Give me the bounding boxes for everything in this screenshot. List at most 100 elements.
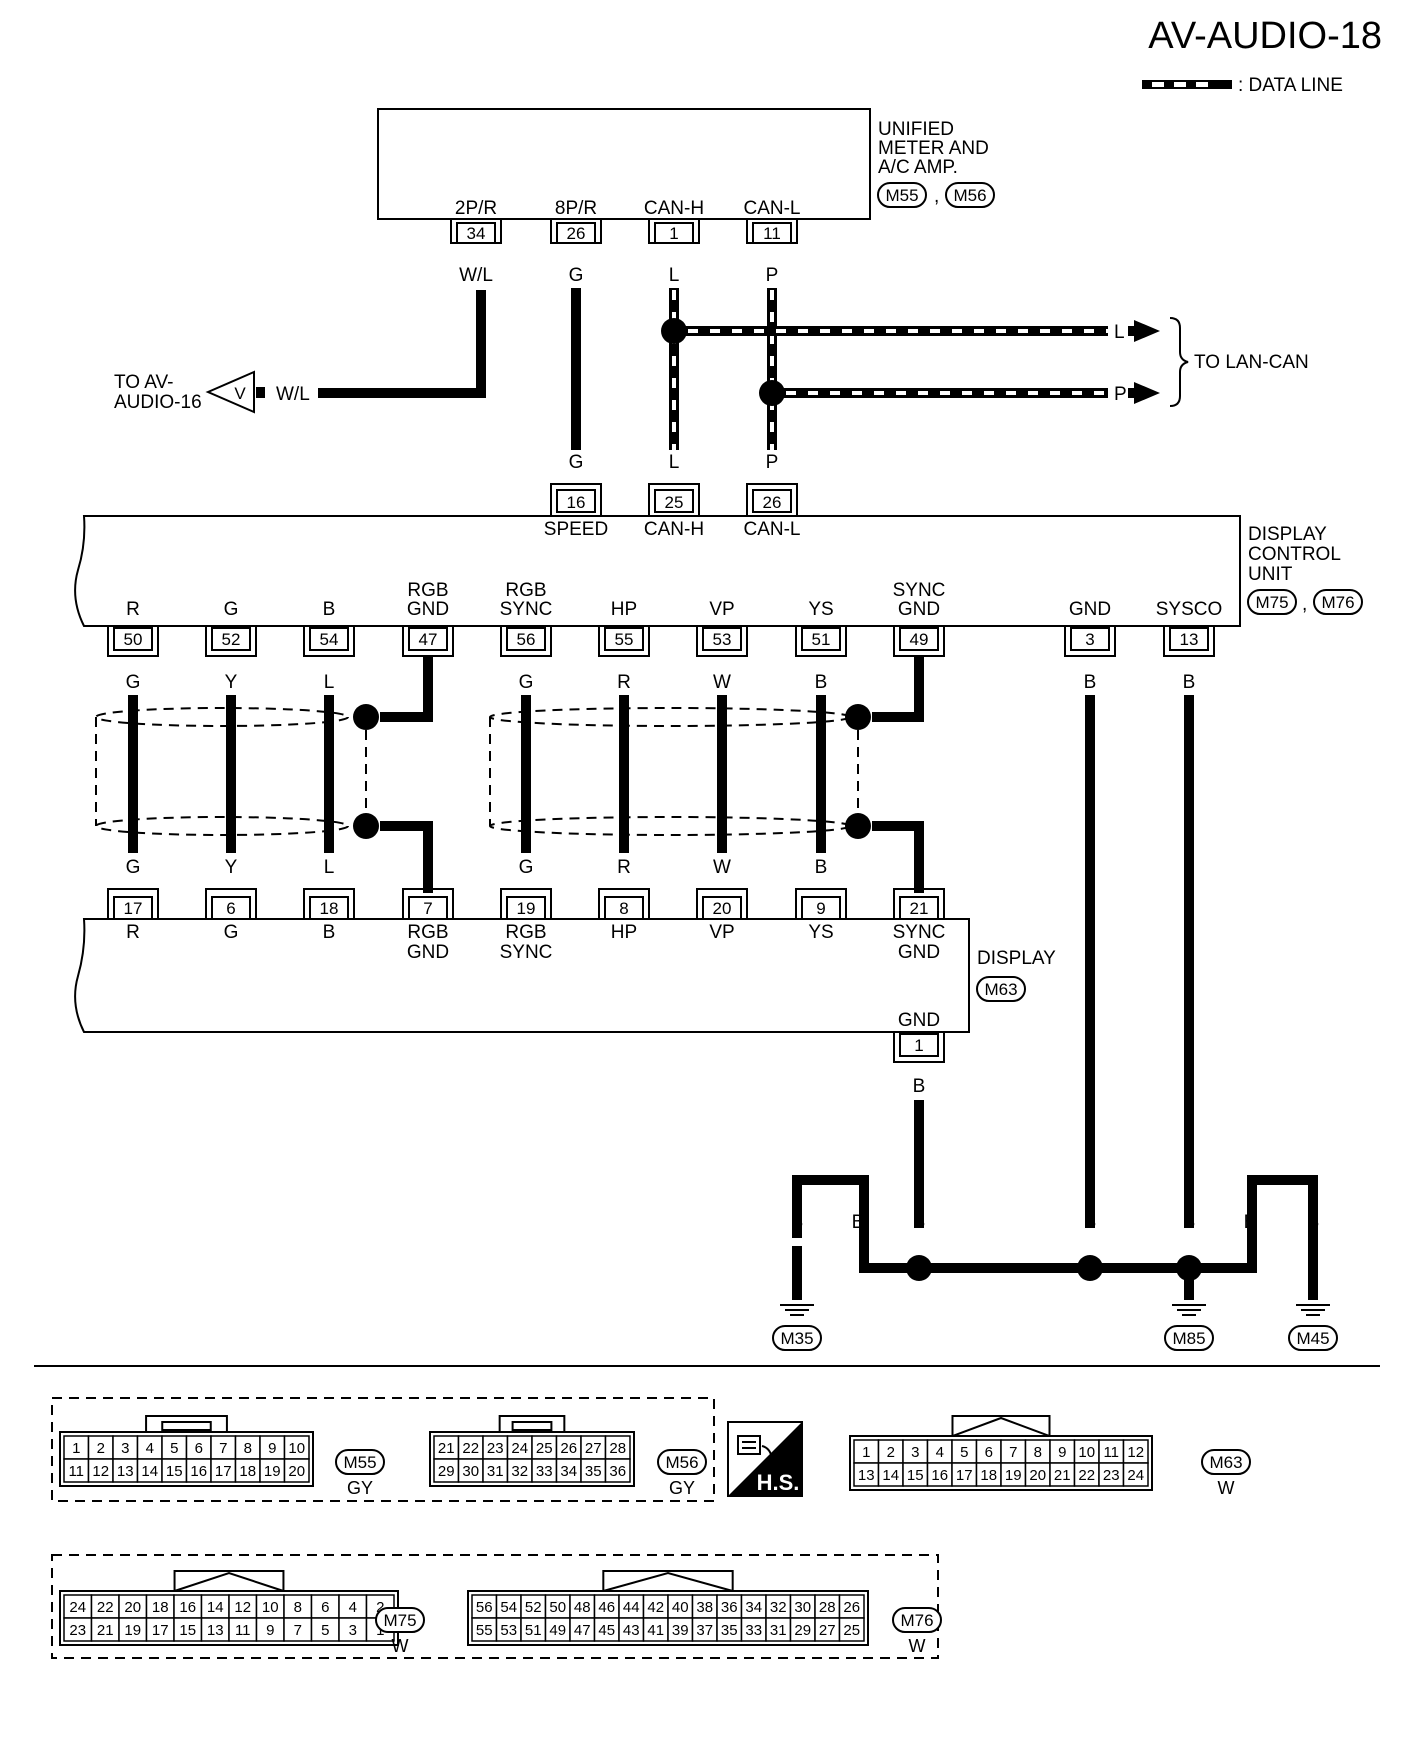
dcu-pin-func: R	[126, 599, 140, 620]
connector-pin-number: 23	[487, 1440, 504, 1457]
connector-pin-number: 22	[97, 1599, 114, 1616]
connector-pin-number: 22	[462, 1440, 479, 1457]
ground-symbol-icon	[1172, 1304, 1206, 1316]
connector-pin-number: 17	[215, 1463, 232, 1480]
connector-pin-number: 21	[438, 1440, 455, 1457]
dcu-pin-func: G	[224, 599, 239, 620]
dcu-top-pin-func: SPEED	[544, 519, 608, 540]
wire-color: G	[519, 672, 534, 693]
connector-pin-number: 35	[585, 1463, 602, 1480]
connector-pin-number: 3	[349, 1622, 357, 1639]
dcu-pin-func: GND	[1069, 599, 1111, 620]
connector-pin-number: 13	[117, 1463, 134, 1480]
dcu-top-pin-func: CAN-L	[743, 519, 800, 540]
wire-color: G	[569, 452, 584, 473]
connector-pin-number: 24	[69, 1599, 86, 1616]
connector-pin-number: 28	[609, 1440, 626, 1457]
dcu-pin-num: 49	[910, 630, 929, 649]
connector-pin-number: 2	[97, 1440, 105, 1457]
dcu-pin-num: 53	[713, 630, 732, 649]
dcu-pin-func: HP	[611, 599, 637, 620]
legend-label: : DATA LINE	[1238, 75, 1343, 96]
meter-name-3: A/C AMP.	[878, 157, 958, 178]
dcu-top-pin-num: 25	[665, 493, 684, 512]
connector-pin-number: 55	[476, 1622, 493, 1639]
display-pin-num: 18	[320, 899, 339, 918]
wire-wl: W/L V TO AV- AUDIO-16	[114, 290, 486, 414]
meter-pin-func: 2P/R	[455, 198, 497, 219]
dcu-pin-func: RGB	[407, 580, 448, 601]
connector-pin-number: 3	[121, 1440, 129, 1457]
connector-pin-number: 9	[268, 1440, 276, 1457]
display-wire-colors: G Y L G R W B	[126, 857, 828, 878]
connector-pin-number: 24	[1127, 1467, 1144, 1484]
meter-pin-func: 8P/R	[555, 198, 597, 219]
connector-pin-number: 11	[68, 1463, 84, 1480]
wire-color: G	[569, 265, 584, 286]
wire-color: L	[669, 452, 680, 473]
lan-can-color-l: L	[1114, 322, 1125, 343]
connector-pin-number: 7	[219, 1440, 227, 1457]
unified-meter-box: UNIFIED METER AND A/C AMP. M55 , M56	[377, 108, 995, 220]
connector-pin-number: 6	[195, 1440, 203, 1457]
wire-color: G	[126, 857, 141, 878]
connector-pin-number: 1	[72, 1440, 80, 1457]
connector-pin-number: 46	[598, 1599, 615, 1616]
display-pin-func: B	[323, 922, 336, 943]
connector-pin-number: 14	[207, 1599, 224, 1616]
dcu-top-pin-func: CAN-H	[644, 519, 704, 540]
connector-pin-number: 16	[179, 1599, 196, 1616]
wire-color: B	[1307, 1212, 1320, 1233]
dcu-bottom-pins: R G B RGB GND RGB SYNC HP VP YS SYNC GND…	[107, 580, 1222, 693]
connector-pin-number: 47	[574, 1622, 591, 1639]
connector-pin-number: 27	[819, 1622, 836, 1639]
connector-pin-number: 21	[1054, 1467, 1071, 1484]
connector-pin-number: 4	[349, 1599, 357, 1616]
display-pin-num: 8	[619, 899, 628, 918]
meter-pin-num: 11	[763, 224, 781, 243]
connector-pin-number: 16	[190, 1463, 207, 1480]
dcu-pin-num: 50	[124, 630, 143, 649]
wire-color: G	[519, 857, 534, 878]
meter-name-1: UNIFIED	[878, 119, 954, 140]
connector-pin-number: 1	[862, 1444, 870, 1461]
connector-color: W	[909, 1636, 926, 1656]
connector-pin-number: 28	[819, 1599, 836, 1616]
dcu-conn-2: M76	[1321, 593, 1354, 612]
wire-color: W	[713, 857, 731, 878]
connector-pin-number: 32	[770, 1599, 787, 1616]
connector-pin-number: 12	[92, 1463, 109, 1480]
ground-symbol-icon	[1296, 1304, 1330, 1316]
wire-color: Y	[225, 672, 238, 693]
connector-pin-number: 14	[141, 1463, 158, 1480]
connector-pin-number: 23	[69, 1622, 86, 1639]
connector-pin-number: 26	[560, 1440, 577, 1457]
connector-pin-number: 43	[623, 1622, 640, 1639]
connector-pin-number: 48	[574, 1599, 591, 1616]
wire-color: P	[766, 452, 779, 473]
wire-color: B	[1084, 672, 1097, 693]
connector-pin-number: 8	[1034, 1444, 1042, 1461]
wire-color: W	[713, 672, 731, 693]
connector-id: M55	[343, 1453, 376, 1472]
connector-pin-number: 29	[438, 1463, 455, 1480]
connector-pin-number: 5	[321, 1622, 329, 1639]
meter-pin-num: 26	[567, 224, 586, 243]
connector-id: M63	[1209, 1453, 1242, 1472]
connector-color: GY	[669, 1478, 695, 1498]
meter-pin-func: CAN-L	[743, 198, 800, 219]
connector-pin-number: 10	[1078, 1444, 1095, 1461]
connector-pin-number: 17	[956, 1467, 973, 1484]
display-control-unit-box: DISPLAY CONTROL UNIT M75 , M76	[74, 515, 1363, 627]
wire-color: R	[617, 857, 631, 878]
connector-pin-number: 15	[907, 1467, 924, 1484]
dcu-name-2: CONTROL	[1248, 544, 1341, 565]
dcu-pin-func: RGB	[505, 580, 546, 601]
connector-pin-number: 11	[235, 1622, 251, 1639]
connector-pin-number: 45	[598, 1622, 615, 1639]
